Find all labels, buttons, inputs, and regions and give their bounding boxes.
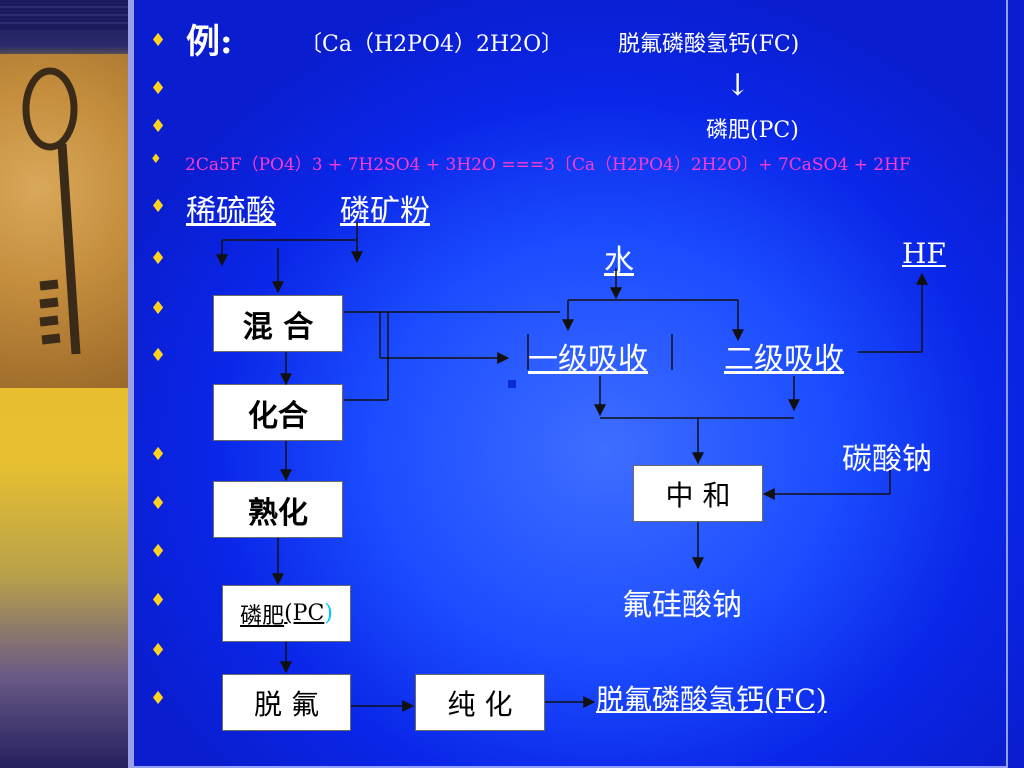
example-label: 例: [186,22,233,62]
reaction-equation: 2Ca5F（PO4）3 + 7H2SO4 + 3H2O ===3〔Ca（H2PO… [185,155,911,175]
dilute-sulfuric-acid-label: 稀硫酸 [186,194,276,229]
formula-text: 〔Ca（H2PO4）2H2O〕 [300,32,564,57]
small-square-mark [508,380,516,388]
bullet-icon: ♦ [150,444,167,465]
sidebar-decoration [0,0,128,768]
frame-bottom [134,766,1008,768]
second-absorption-label: 二级吸收 [724,342,844,377]
bullet-icon: ♦ [150,345,167,366]
phosphate-powder-label: 磷矿粉 [340,194,430,229]
hf-label: HF [902,237,946,270]
bullet-icon: ♦ [150,30,167,51]
defluorination-box: 脱 氟 [222,674,351,731]
final-fc-product-label: 脱氟磷酸氢钙(FC) [596,683,827,716]
purification-box: 纯 化 [415,674,545,731]
down-arrow-icon: ↓ [725,68,751,103]
neutralization-box: 中 和 [633,465,763,522]
cure-step-box: 熟化 [213,481,343,538]
sodium-fluorosilicate-label: 氟硅酸钠 [622,588,742,623]
bullet-icon: ♦ [150,78,167,99]
bullet-icon: ♦ [150,196,167,217]
key-photo [0,54,128,388]
key-icon [22,67,81,355]
sodium-carbonate-label: 碳酸钠 [842,442,932,477]
water-label: 水 [604,244,634,279]
bullet-icon: ♦ [150,688,167,709]
bullet-icon: ♦ [150,116,167,137]
pc-box-paren: ) [324,601,333,626]
pc-product-text: 磷肥(PC) [706,118,799,143]
phosphate-fertilizer-box: 磷肥(PC) [222,585,351,642]
mix-step-box: 混 合 [213,295,343,352]
pc-box-label: 磷肥 [240,603,285,629]
bullet-icon: ♦ [150,640,167,661]
bullet-icon: ♦ [150,152,162,167]
bullet-icon: ♦ [150,541,167,562]
bullet-icon: ♦ [150,248,167,269]
bullet-icon: ♦ [150,590,167,611]
first-absorption-label: 一级吸收 [528,342,648,377]
combine-step-box: 化合 [213,384,343,441]
fc-product-text: 脱氟磷酸氢钙(FC) [618,32,800,57]
bullet-icon: ♦ [150,493,167,514]
pc-box-code: (PC [284,601,325,626]
divider [128,0,134,768]
bullet-icon: ♦ [150,298,167,319]
sidebar-stripes [0,0,128,30]
frame-right [1006,0,1008,768]
